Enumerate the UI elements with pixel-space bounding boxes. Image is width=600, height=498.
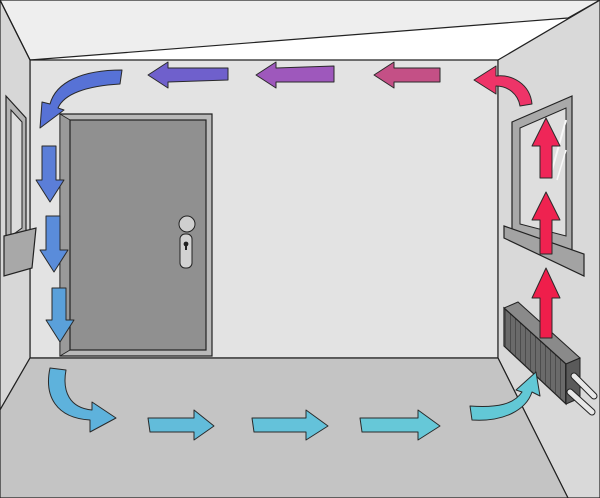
airflow-arrow-right-2 xyxy=(251,409,329,441)
keyhole-icon xyxy=(183,241,189,247)
airflow-arrow-up-radiator xyxy=(531,267,561,339)
glass-glare-2 xyxy=(556,149,567,181)
ceiling xyxy=(0,0,600,61)
top-edge xyxy=(0,0,31,61)
airflow-arrow-right-3 xyxy=(359,409,441,441)
radiator-pipe-lower-fill xyxy=(567,389,595,415)
airflow-arrow-up-window-low xyxy=(531,191,561,255)
airflow-arrow-left-2 xyxy=(147,61,229,89)
airflow-arrow-curve-bottom-left xyxy=(48,367,117,433)
airflow-arrow-left-3 xyxy=(255,61,335,89)
door-assembly xyxy=(59,113,213,357)
airflow-arrows xyxy=(35,61,561,441)
radiator xyxy=(503,301,598,416)
airflow-arrow-curve-bottom-right xyxy=(469,371,541,421)
left-window-sill xyxy=(3,227,37,277)
airflow-arrow-right-1 xyxy=(147,409,215,441)
airflow-arrow-curve-top-left xyxy=(39,69,123,129)
door-lock-plate xyxy=(179,233,193,269)
left-window-glass xyxy=(10,108,23,237)
left-window xyxy=(3,94,37,277)
airflow-arrow-down-2 xyxy=(39,215,69,273)
airflow-arrow-down-3 xyxy=(45,287,75,343)
airflow-arrow-down-1 xyxy=(35,145,65,203)
airflow-arrow-up-window-mid xyxy=(531,117,561,179)
keyhole-slot xyxy=(185,245,187,250)
radiator-pipe-upper-fill xyxy=(571,373,597,399)
airflow-arrow-left-4 xyxy=(373,61,441,89)
airflow-arrow-curve-top-right xyxy=(473,65,533,107)
door-knob xyxy=(178,215,196,233)
